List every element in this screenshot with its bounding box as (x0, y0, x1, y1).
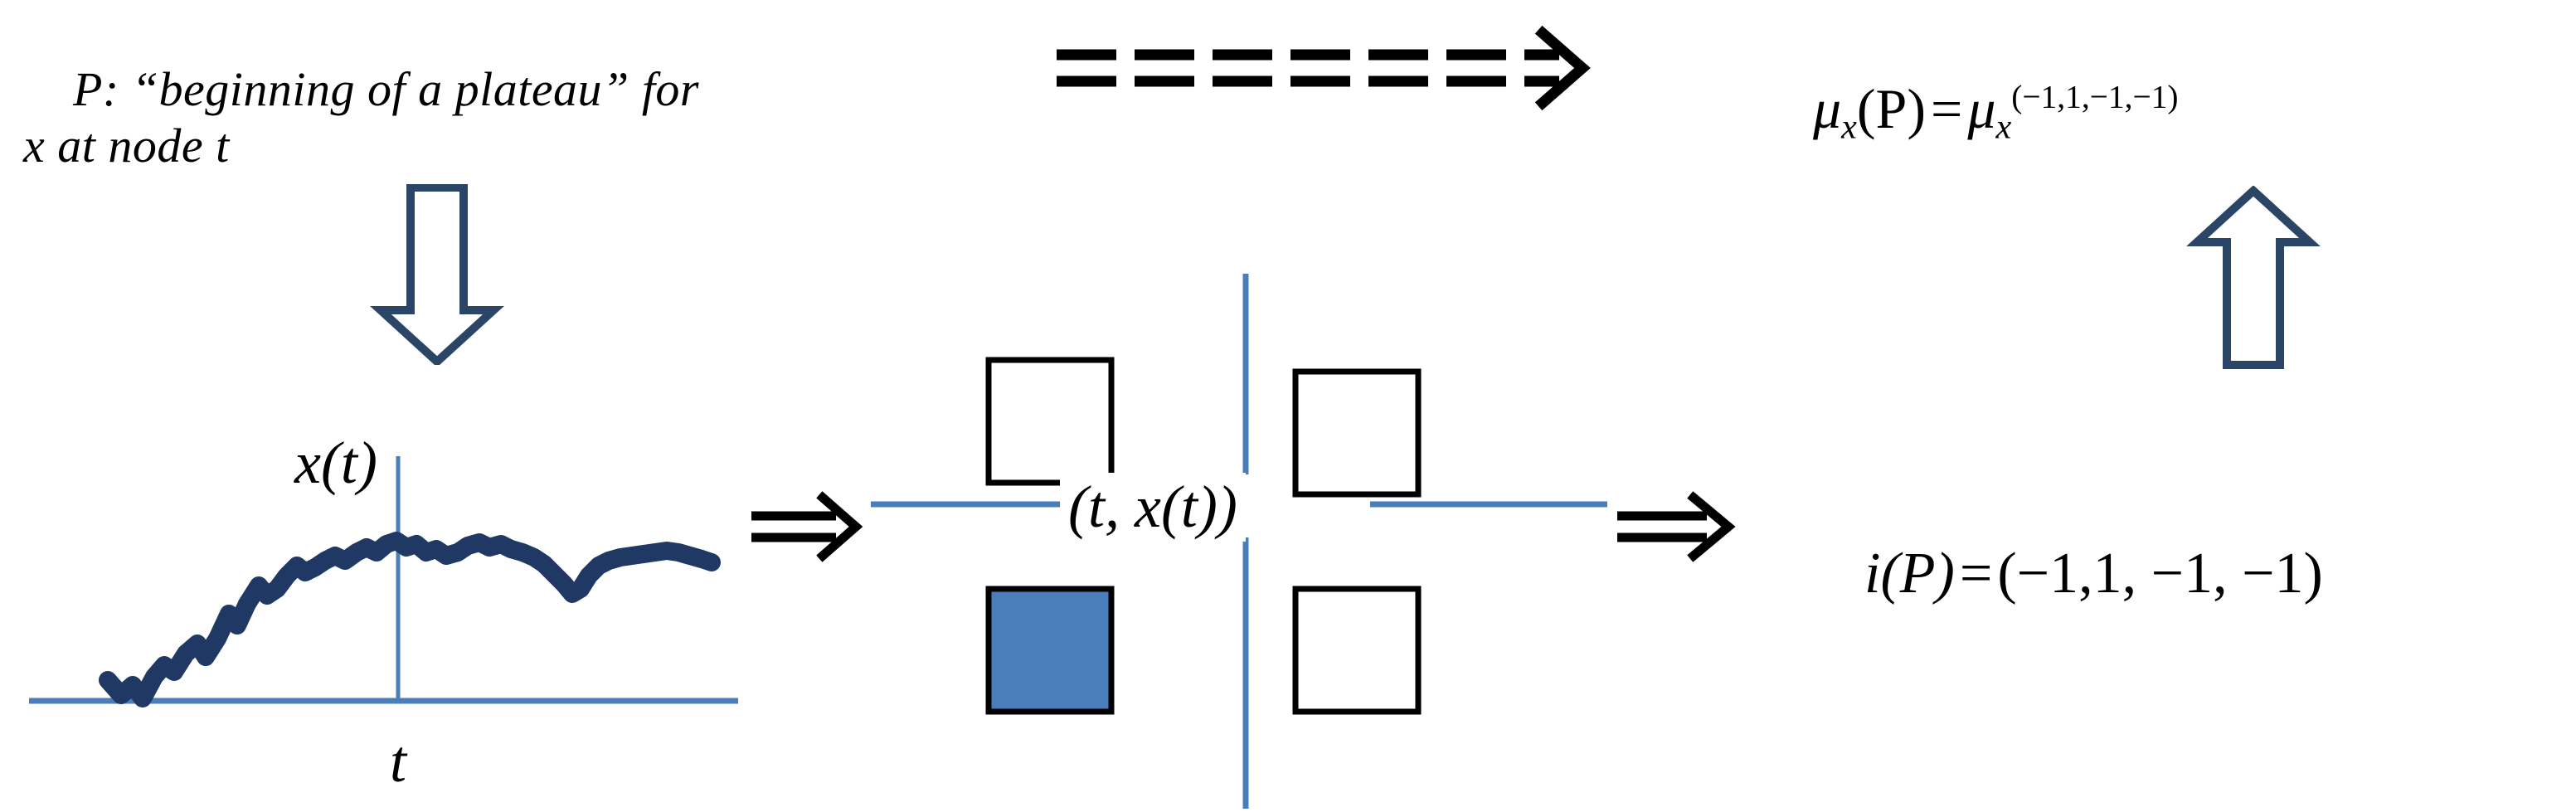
mu-rhs-subscript: x (1995, 108, 2012, 148)
mu-rhs-symbol: μ (1967, 77, 1996, 141)
caption-line-2: x at node t (23, 119, 230, 173)
down-block-arrow (358, 183, 516, 369)
mu-identity-formula: μx(P)=μx(−1,1,−1,−1) (1757, 18, 2179, 207)
square-top-right (1292, 368, 1422, 498)
mu-rhs-superscript: (−1,1,−1,−1) (2011, 79, 2179, 115)
square-bottom-left (985, 586, 1115, 715)
chart-curve (99, 532, 721, 707)
index-lhs: i(P) (1864, 541, 1955, 605)
quadrant-neighborhood-diagram (863, 274, 1626, 812)
index-equals-operator: = (1959, 541, 1993, 605)
mu-equals-operator: = (1930, 77, 1963, 141)
index-rhs-tuple: (−1,1, −1, −1) (1997, 541, 2323, 605)
long-dashed-implication-arrow (1052, 22, 1591, 113)
plateau-time-series-chart (0, 390, 796, 812)
cross-center-coordinate-label: (t, x(t)) (1060, 473, 1246, 542)
mu-lhs-symbol: μ (1813, 77, 1842, 141)
square-top-left (985, 357, 1115, 486)
implication-arrow-2 (1607, 488, 1748, 571)
index-identity-formula: i(P)=(−1,1, −1, −1) (1806, 479, 2323, 668)
chart-node-tick-label: t (390, 728, 407, 795)
mu-lhs-subscript: x (1841, 108, 1857, 148)
mu-lhs-argument: (P) (1856, 77, 1926, 141)
up-block-arrow (2175, 185, 2332, 374)
chart-series-label: x(t) (294, 430, 377, 496)
implication-arrow-1 (738, 489, 871, 568)
caption-line-1: P: “beginning of a plateau” for (73, 61, 699, 116)
square-bottom-right (1292, 586, 1422, 715)
